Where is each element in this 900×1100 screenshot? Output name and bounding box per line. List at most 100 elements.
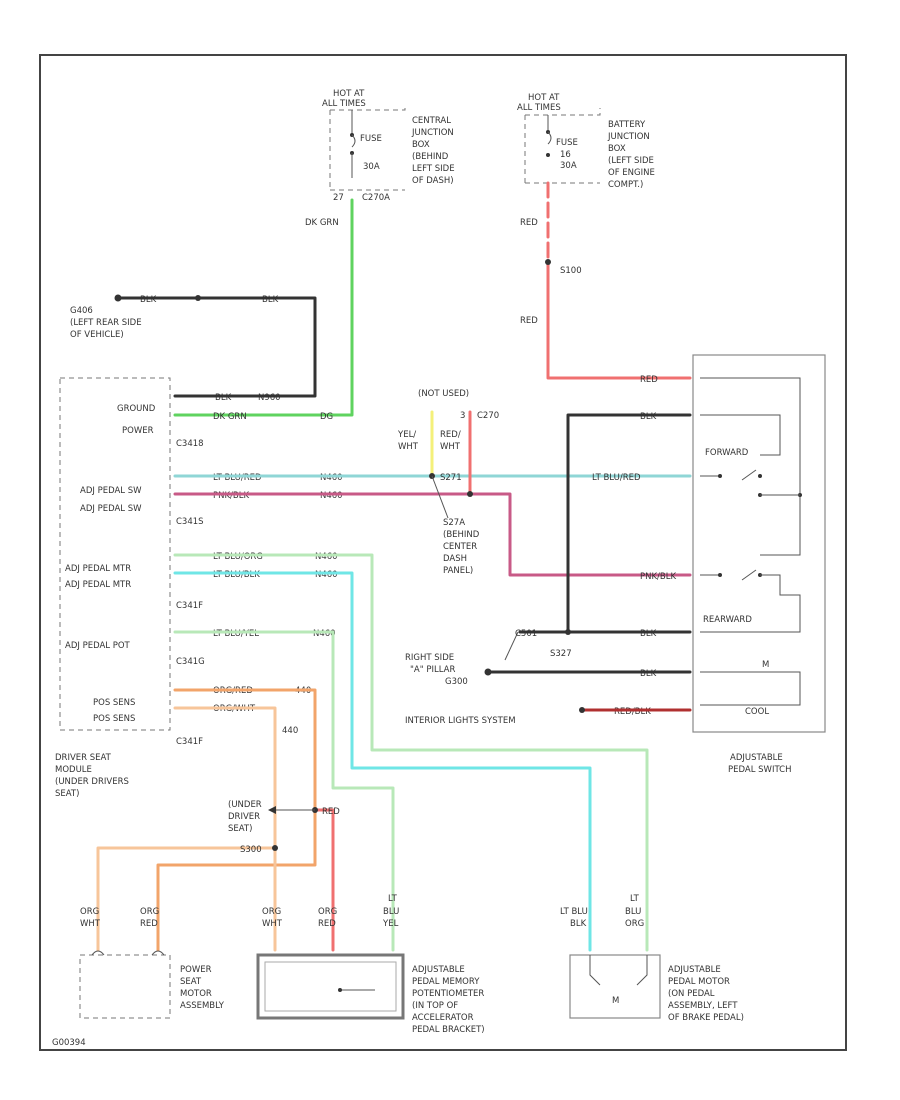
hot-at-label-right: HOT AT [528,93,560,103]
m2-w2-b: BLU [625,907,641,917]
p-line-2: PEDAL MEMORY [412,977,480,987]
dk-grn-wire-label: DK GRN [305,218,339,228]
rearward-label: REARWARD [703,615,752,625]
g406-wire-2: BLK [262,295,279,305]
m1-line-4: ASSEMBLY [180,1001,225,1011]
module-name-1: DRIVER SEAT [55,753,112,763]
adj-pedal-mtr-1: ADJ PEDAL MTR [65,564,131,574]
wire-pnk-blk [173,492,692,577]
wire-org-red [156,688,317,952]
module-name-4: SEAT) [55,789,79,799]
under-seat-2: DRIVER [228,812,260,822]
switch-pnk-label: PNK/BLK [640,572,676,582]
s27a-line-1: S27A [443,518,465,528]
m1-line-2: SEAT [180,977,202,987]
adj-pedal-mtr-2: ADJ PEDAL MTR [65,580,131,590]
m2-line-2: PEDAL MOTOR [668,977,730,987]
cjb-line-6: OF DASH) [412,176,454,186]
m2-line-5: OF BRAKE PEDAL) [668,1013,744,1023]
p-w1-b: WHT [262,919,283,929]
sw2-circuit: N460 [320,491,343,501]
sw1-wire-color: LT BLU/RED [213,473,262,483]
power-seat-motor: ORG WHT ORG RED POWER SEAT MOTOR ASSEMBL… [79,907,225,1019]
p-w2-b: RED [318,919,336,929]
pot-circuit: N460 [313,629,336,639]
pot-wire-color: LT BLU/YEL [213,629,259,639]
s27a-line-5: PANEL) [443,566,473,576]
g300-line-2: "A" PILLAR [410,665,455,675]
bjb-line-5: OF ENGINE [608,168,655,178]
module-name-2: MODULE [55,765,92,775]
g406-label: G406 [70,306,93,316]
connector-1: C3418 [176,439,204,449]
m2-w1-b: BLK [570,919,587,929]
forward-label: FORWARD [705,448,749,458]
red-under-seat-label: RED [322,807,340,817]
m1-w1-a: ORG [80,907,99,917]
center-splice: (NOT USED) C270 3 YEL/ WHT RED/ WHT S271… [397,389,499,576]
switch-name-1: ADJUSTABLE [730,753,783,763]
adj-pedal-sw-2: ADJ PEDAL SW [80,504,142,514]
red-wht-1: RED/ [440,430,461,440]
pos-sens-1: POS SENS [93,698,135,708]
mtr1-circuit: N460 [315,552,338,562]
pos2-circuit: 440 [282,726,298,736]
pedal-memory-potentiometer: ORG WHT ORG RED LT BLU YEL ADJUSTABLE PE… [256,894,485,1035]
red-wire-bottom-label: RED [520,316,538,326]
wire-blk-switch [566,413,692,634]
all-times-label-left: ALL TIMES [322,99,366,109]
fuse-amp-right: 30A [560,161,577,171]
cjb-line-4: (BEHIND [412,152,449,162]
s27a-line-3: CENTER [443,542,477,552]
p-w3-a: LT [388,894,398,904]
switch-blk2-label: BLK [640,629,657,639]
center-pin: 3 [460,411,465,421]
m1-w2-b: RED [140,919,158,929]
adj-pedal-pot: ADJ PEDAL POT [65,641,131,651]
central-junction-box: HOT AT ALL TIMES FUSE 30A CENTRAL JUNCTI… [305,89,455,228]
g406-loc-1: (LEFT REAR SIDE [70,318,142,328]
under-seat-3: SEAT) [228,824,252,834]
wire-dk-grn-power [173,198,354,417]
m2-w2-c: ORG [625,919,644,929]
p-w3-c: YEL [382,919,399,929]
ground-wire-color: BLK [215,393,232,403]
power-circuit: DG [320,412,333,422]
mtr2-circuit: N460 [315,570,338,580]
p-line-4: (IN TOP OF [412,1001,458,1011]
g406-loc-2: OF VEHICLE) [70,330,124,340]
m1-line-1: POWER [180,965,212,975]
m2-line-3: (ON PEDAL [668,989,715,999]
connector-2: C341S [176,517,204,527]
battery-junction-box: HOT AT ALL TIMES FUSE 16 30A BATTERY JUN… [517,93,655,326]
connector-3: C341F [176,601,203,611]
g406-wire-1: BLK [140,295,157,305]
adj-pedal-sw-1: ADJ PEDAL SW [80,486,142,496]
m2-w1-a: LT BLU [560,907,588,917]
driver-seat-module: GROUND POWER BLK N960 DK GRN DG C3418 AD… [55,377,343,799]
wire-org-red-pot [313,808,335,952]
hot-at-label-left: HOT AT [333,89,365,99]
p-w1-a: ORG [262,907,281,917]
wire-lt-blu-blk [173,571,592,952]
wire-org-wht-motor [96,846,277,952]
g300-line-1: RIGHT SIDE [405,653,454,663]
p-line-3: POTENTIOMETER [412,989,484,999]
diagram-frame [39,54,847,1051]
switch-ltblu-label: LT BLU/RED [592,473,641,483]
m2-m-label: M [612,996,619,1006]
switch-blk3-label: BLK [640,669,657,679]
sw2-wire-color: PNK/BLK [213,491,249,501]
footer-id: G00394 [52,1038,86,1048]
power-pin-label: POWER [122,426,154,436]
p-w2-a: ORG [318,907,337,917]
m2-line-4: ASSEMBLY, LEFT [668,1001,738,1011]
bjb-line-2: JUNCTION [607,132,650,142]
pos-sens-2: POS SENS [93,714,135,724]
cjb-pin: 27 [333,193,344,203]
m2-line-1: ADJUSTABLE [668,965,721,975]
not-used-label: (NOT USED) [418,389,469,399]
fuse-label-left: FUSE [360,134,382,144]
cjb-line-3: BOX [412,140,430,150]
p-w3-b: BLU [383,907,399,917]
